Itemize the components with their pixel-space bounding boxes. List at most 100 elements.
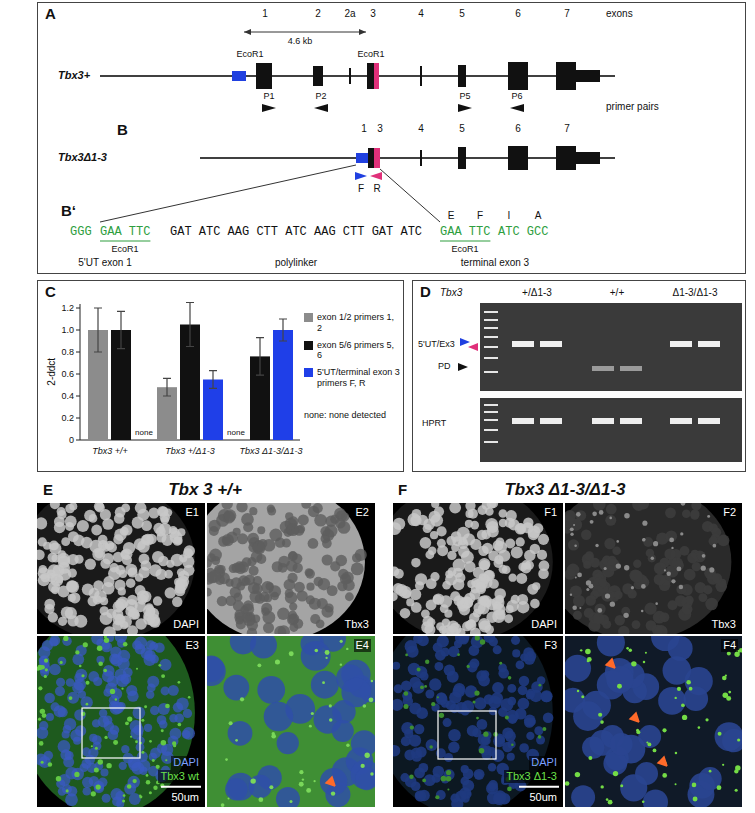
stain-speckle — [645, 652, 647, 654]
stain-label: DAPI — [171, 756, 201, 769]
stain-speckle — [165, 759, 167, 761]
nucleus — [414, 724, 424, 734]
nucleus — [351, 730, 375, 756]
stain-speckle — [646, 741, 648, 743]
nucleus — [325, 525, 338, 538]
nucleus — [682, 604, 693, 615]
exon-box — [368, 148, 374, 168]
nucleus — [665, 530, 677, 542]
gel-band — [620, 366, 642, 371]
nucleus — [521, 560, 530, 569]
stain-speckle — [739, 648, 742, 653]
nucleus — [593, 613, 604, 624]
stain-speckle — [152, 759, 155, 762]
nucleus — [413, 636, 423, 644]
stain-speckle — [404, 704, 409, 709]
nucleus — [654, 574, 665, 585]
nucleus — [158, 507, 168, 517]
nucleus — [150, 748, 161, 759]
stain-speckle — [675, 697, 677, 699]
nucleus — [236, 503, 247, 512]
exon-box — [420, 150, 422, 166]
exon-box — [349, 68, 351, 84]
nucleus — [108, 567, 121, 580]
nucleus — [519, 676, 529, 686]
nucleus — [51, 586, 59, 594]
genomic-line — [200, 157, 615, 159]
stain-speckle — [508, 676, 512, 680]
gel-ground — [480, 303, 742, 391]
nucleus — [50, 503, 60, 509]
nucleus — [478, 558, 490, 570]
stain-speckle — [581, 695, 584, 698]
nucleus — [147, 676, 159, 688]
micrograph — [393, 503, 563, 634]
nucleus — [467, 725, 479, 737]
site-label: EcoR1 — [111, 244, 138, 254]
stain-speckle — [227, 797, 229, 799]
stain-speckle — [60, 661, 63, 664]
bar-chart — [88, 303, 293, 441]
stain-speckle — [437, 696, 439, 698]
nucleus — [584, 608, 594, 618]
gel-band — [512, 341, 534, 347]
stain-speckle — [56, 776, 61, 781]
gene-map-wt — [100, 29, 615, 112]
nucleus — [590, 558, 600, 568]
nucleus — [225, 778, 247, 800]
nucleus — [144, 650, 156, 662]
nucleus — [66, 580, 78, 592]
nucleus — [488, 763, 496, 771]
nucleus — [473, 609, 482, 618]
nucleus — [241, 513, 254, 526]
row-note: primer pairs — [606, 101, 659, 113]
nucleus — [80, 763, 89, 772]
nucleus — [571, 785, 595, 807]
nucleus — [275, 538, 285, 548]
nucleus — [406, 645, 418, 657]
nucleus — [297, 590, 308, 601]
exon-box — [420, 66, 422, 86]
region-label: terminal exon 3 — [461, 257, 529, 269]
bar — [273, 330, 293, 440]
nucleus — [605, 515, 616, 526]
nucleus — [113, 534, 123, 544]
nucleus — [400, 773, 409, 782]
stain-label: Tbx3 Δ1-3 — [504, 770, 559, 783]
nucleus — [644, 603, 656, 615]
stain-speckle — [707, 515, 710, 518]
nucleus — [102, 518, 114, 530]
nucleus — [305, 569, 315, 579]
stain-speckle — [363, 704, 367, 708]
stain-speckle — [240, 697, 244, 701]
nucleus — [604, 538, 615, 549]
stain-speckle — [98, 661, 103, 666]
stain-speckle — [325, 657, 327, 659]
nucleus — [493, 645, 502, 654]
stain-speckle — [446, 776, 451, 781]
stain-speckle — [422, 779, 426, 783]
nucleus — [511, 547, 523, 559]
nucleus — [606, 504, 617, 515]
stain-speckle — [258, 797, 263, 802]
nucleus — [165, 587, 176, 598]
nucleus — [228, 721, 253, 746]
band-label: 5'UT/Ex3 — [418, 339, 455, 349]
nucleus — [135, 644, 146, 655]
nucleus — [394, 684, 403, 693]
nucleus — [628, 589, 637, 598]
nucleus — [274, 626, 286, 634]
nucleus — [421, 621, 433, 633]
nucleus — [172, 597, 182, 607]
stain-speckle — [606, 798, 609, 801]
nucleus — [117, 702, 125, 710]
nucleus — [157, 715, 167, 725]
nucleus — [573, 701, 603, 731]
nucleus — [259, 592, 269, 602]
primer-label: R — [373, 183, 380, 195]
stain-speckle — [734, 769, 738, 773]
stain-speckle — [604, 567, 607, 570]
stain-speckle — [631, 586, 634, 589]
nucleus — [150, 706, 159, 715]
nucleus — [530, 544, 540, 554]
